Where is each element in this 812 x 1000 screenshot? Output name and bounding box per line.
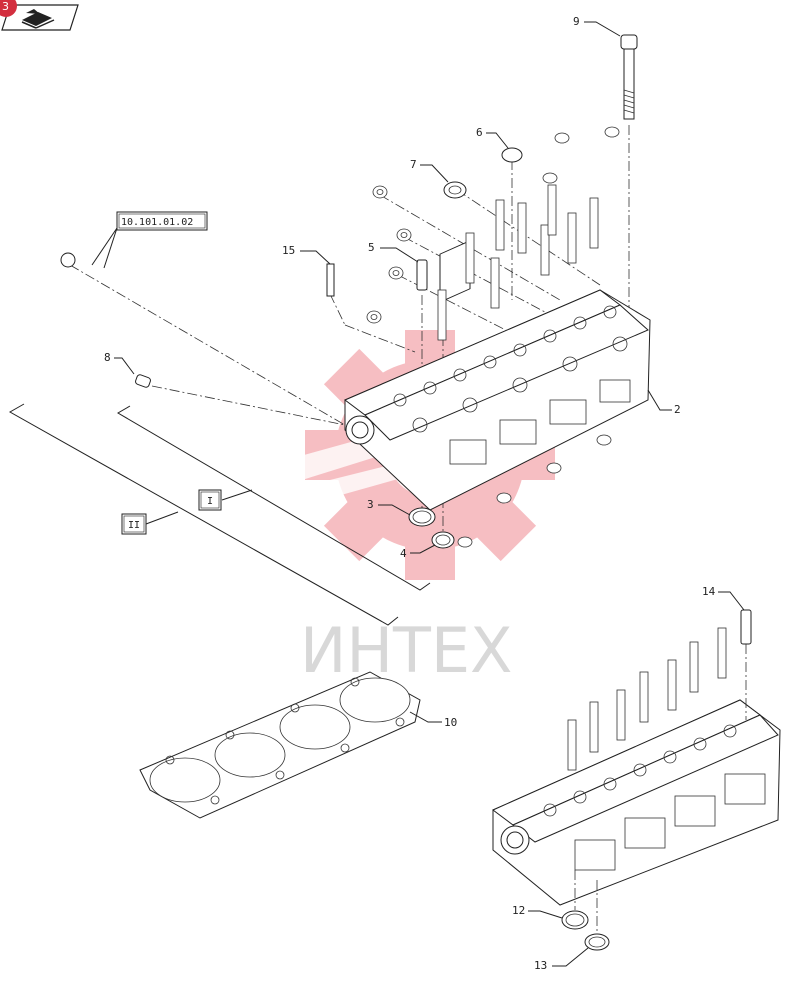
cap-plug — [501, 147, 523, 163]
valve-guides-upper — [437, 184, 599, 341]
callout-10[interactable]: 10 — [409, 711, 457, 729]
svg-text:5: 5 — [368, 241, 375, 254]
ref-leader-1 — [103, 227, 118, 269]
o-ring-13 — [584, 933, 610, 951]
dowel-pin-14 — [740, 609, 752, 720]
head-bolt — [620, 34, 638, 120]
ref-box-I[interactable]: I — [198, 489, 222, 511]
ref-leader-2 — [91, 227, 118, 266]
svg-text:7: 7 — [410, 158, 417, 171]
cylinder-head-upper — [344, 240, 651, 511]
o-ring-4 — [431, 531, 455, 549]
svg-text:15: 15 — [282, 244, 295, 257]
nav-back-button[interactable] — [1, 4, 79, 31]
callout-14[interactable]: 14 — [702, 585, 745, 611]
callout-6[interactable]: 6 — [476, 126, 509, 149]
svg-text:12: 12 — [512, 904, 525, 917]
svg-text:3: 3 — [367, 498, 374, 511]
stud-bolt — [326, 263, 335, 297]
callout-2[interactable]: 2 — [647, 389, 681, 416]
svg-text:13: 13 — [534, 959, 547, 972]
svg-text:10: 10 — [444, 716, 457, 729]
svg-text:4: 4 — [400, 547, 407, 560]
svg-text:2: 2 — [674, 403, 681, 416]
valve-caps-lower — [457, 434, 612, 548]
callout-4[interactable]: 4 — [400, 544, 436, 560]
callout-9[interactable]: 9 — [573, 15, 621, 37]
svg-text:14: 14 — [702, 585, 716, 598]
watermark-text: ИНТЕХ — [300, 614, 513, 687]
ref-box-II-label: II — [128, 520, 140, 531]
svg-text:9: 9 — [573, 15, 580, 28]
svg-text:6: 6 — [476, 126, 483, 139]
callout-8[interactable]: 8 — [104, 351, 135, 375]
callout-3[interactable]: 3 — [367, 498, 411, 516]
plug-8 — [135, 374, 151, 388]
ref-box-10-101-label: 10.101.01.02 — [121, 217, 193, 228]
page-badge: 3 — [0, 0, 17, 17]
callout-15[interactable]: 15 — [282, 244, 331, 265]
ref-box-II[interactable]: II — [121, 513, 147, 535]
ref-box-I-label: I — [207, 496, 213, 507]
fitting — [60, 252, 76, 268]
callout-5[interactable]: 5 — [368, 241, 419, 263]
group-bracket-lines — [8, 403, 431, 626]
o-ring-3 — [408, 507, 436, 527]
o-ring-12 — [561, 910, 589, 930]
head-gasket — [139, 671, 421, 819]
valve-seals-upper — [366, 126, 620, 324]
book-arrow-icon — [21, 9, 55, 29]
callout-7[interactable]: 7 — [410, 158, 449, 183]
page-badge-text: 3 — [2, 0, 9, 13]
valve-guides-lower — [567, 627, 727, 771]
svg-text:8: 8 — [104, 351, 111, 364]
dowel-pin — [416, 259, 428, 291]
callout-12[interactable]: 12 — [512, 904, 563, 919]
cylinder-head-lower — [492, 699, 781, 906]
ref-box-10-101[interactable]: 10.101.01.02 — [116, 211, 208, 231]
seal-ring-7 — [443, 181, 467, 199]
callout-13[interactable]: 13 — [534, 947, 589, 972]
